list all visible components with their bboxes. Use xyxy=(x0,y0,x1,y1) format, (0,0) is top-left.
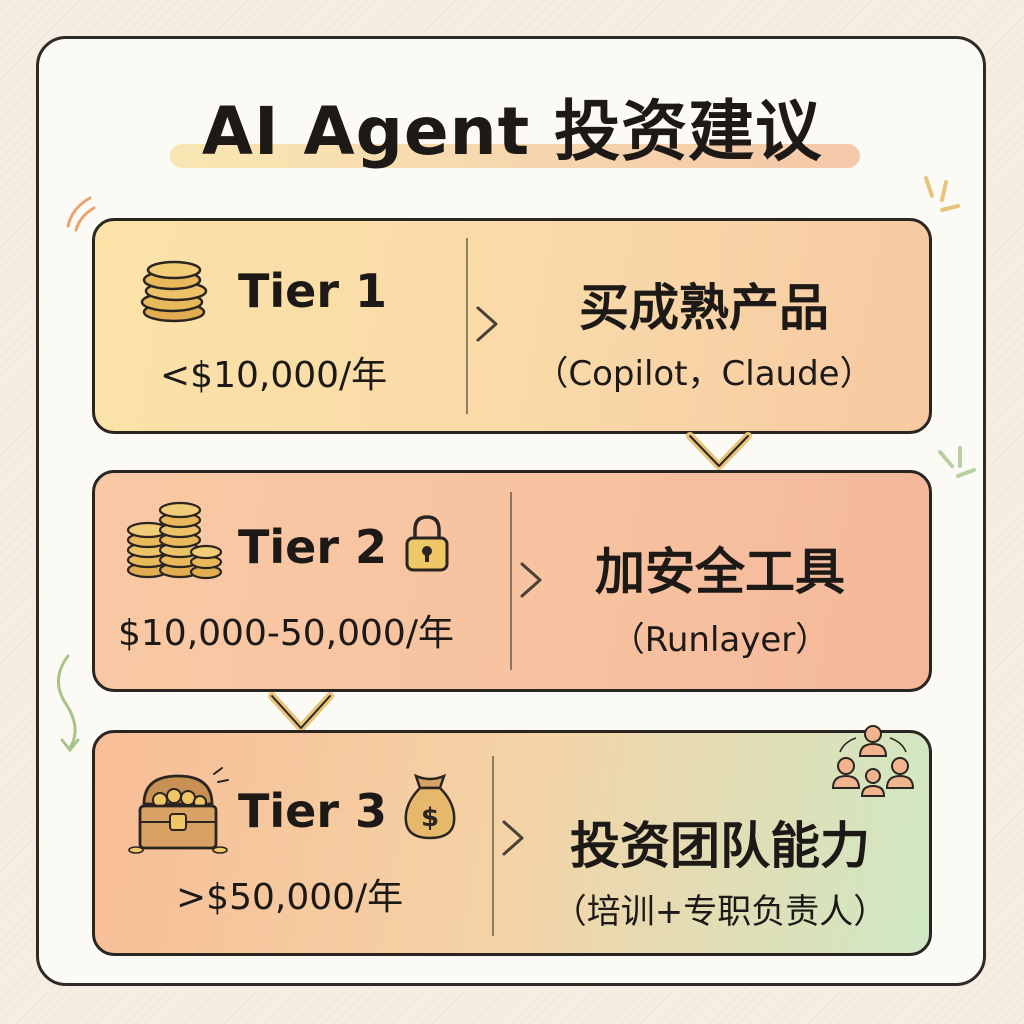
tier-3-action: 投资团队能力 xyxy=(570,817,870,875)
tier-2-label: Tier 2 xyxy=(238,520,388,574)
tier-1-divider xyxy=(466,238,468,414)
title-highlight xyxy=(170,144,860,168)
page-title: AI Agent 投资建议 xyxy=(201,93,823,170)
tier-3-label: Tier 3 xyxy=(238,784,388,838)
tier-2-card xyxy=(92,470,932,692)
decorative-sparkle-right xyxy=(938,446,976,478)
decorative-sparkle-top-right xyxy=(924,176,960,212)
padlock-icon xyxy=(405,515,449,572)
tier-2-action: 加安全工具 xyxy=(595,543,845,601)
treasure-chest-icon xyxy=(128,767,229,854)
team-people-icon xyxy=(831,725,915,797)
chevron-right-icon xyxy=(476,306,498,342)
chevron-right-icon xyxy=(520,562,542,598)
tier-3-detail: （培训+专职负责人） xyxy=(552,892,888,932)
tier-1-card xyxy=(92,218,932,434)
chevron-down-icon xyxy=(686,432,752,470)
tier-1-detail: （Copilot，Claude） xyxy=(534,354,874,394)
tier-2-divider xyxy=(510,492,512,670)
coin-stacks-icon xyxy=(126,501,223,580)
coin-stack-icon xyxy=(140,260,208,323)
tier-3-card xyxy=(92,730,932,956)
chevron-down-icon xyxy=(268,692,334,732)
decorative-marks-top-left xyxy=(66,196,96,232)
tier-1-price: <$10,000/年 xyxy=(160,355,388,396)
tier-2-price: $10,000-50,000/年 xyxy=(118,613,454,654)
tier-1-action: 买成熟产品 xyxy=(579,279,829,337)
chevron-right-icon xyxy=(502,820,524,856)
tier-1-label: Tier 1 xyxy=(238,264,388,318)
tier-2-detail: （Runlayer） xyxy=(610,620,830,660)
tier-3-price: >$50,000/年 xyxy=(176,877,404,918)
decorative-curved-arrow-left xyxy=(57,654,80,753)
svg-text:$: $ xyxy=(421,803,439,833)
tier-3-divider xyxy=(492,756,494,936)
money-bag-icon: $ xyxy=(404,773,456,840)
